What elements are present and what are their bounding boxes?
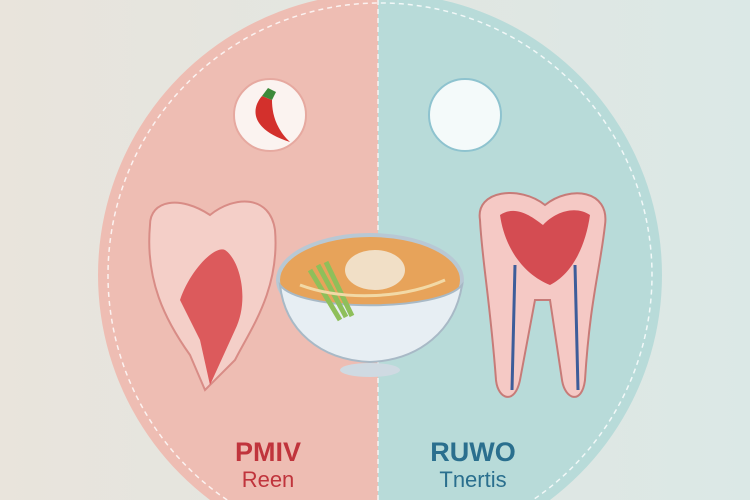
tooth-cross-section-icon xyxy=(478,192,607,398)
dashed-circle-outline xyxy=(107,2,653,500)
left-subtitle: Reen xyxy=(241,467,295,492)
left-title: PMIV xyxy=(234,437,301,467)
crescent-moon-icon xyxy=(428,78,502,152)
noodle-soup-bowl-icon xyxy=(276,233,464,377)
right-label: RUWO Tnertis xyxy=(418,438,528,492)
left-label: PMIV Reen xyxy=(208,438,328,492)
inflamed-tissue-icon xyxy=(148,200,277,392)
right-title: RUWO xyxy=(430,437,516,467)
chili-pepper-icon xyxy=(233,78,307,152)
right-subtitle: Tnertis xyxy=(439,467,507,492)
